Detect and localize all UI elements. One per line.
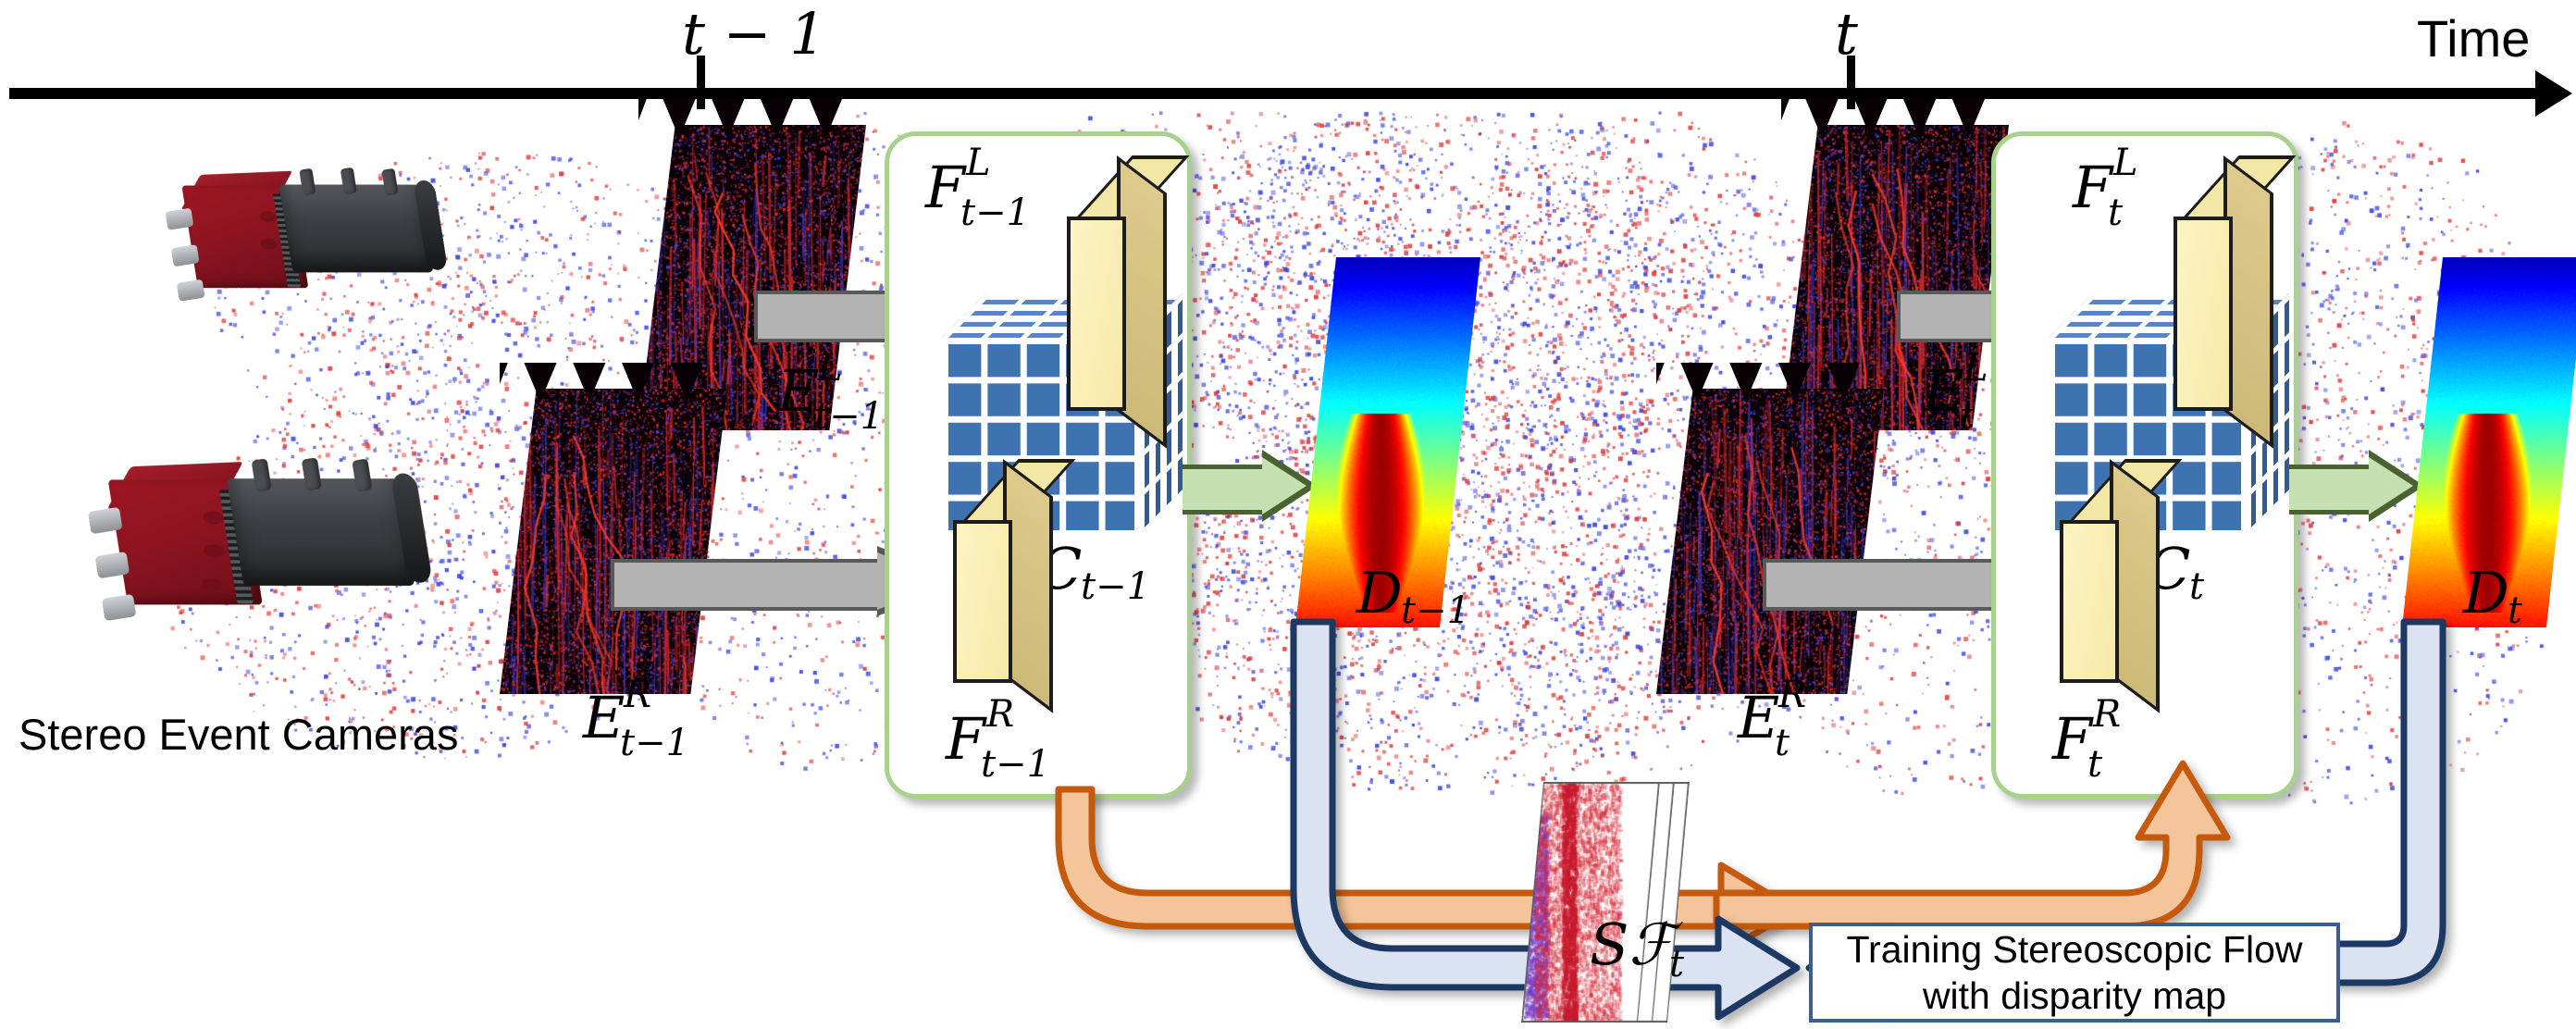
camera-lens (279, 184, 434, 273)
label-disparity-t: D t (2463, 559, 2523, 632)
label-feature-left-t-minus-1: F L t−1 (925, 142, 1031, 234)
feature-slab-left-t (2166, 155, 2297, 449)
arrow-module-to-disparity-t (2289, 450, 2424, 522)
camera-screw (202, 511, 225, 525)
label-event-right-t: E R t (1738, 674, 1807, 764)
label-event-left-t: E L t (1923, 347, 1988, 438)
label-feature-right-t: F R t (2052, 693, 2122, 786)
stereoscopic-flow-card (1521, 782, 1660, 1023)
event-frames-right-t-minus-1 (500, 363, 727, 694)
training-box-line-1: Training Stereoscopic Flow (1846, 927, 2303, 971)
event-frames-left-t (1781, 99, 2009, 430)
camera-screw (258, 211, 278, 223)
stereo-cameras-caption: Stereo Event Cameras (19, 710, 459, 759)
camera-screw (259, 238, 279, 250)
camera-screw (201, 577, 224, 591)
feature-slab-left-t-minus-1 (1059, 155, 1190, 449)
label-event-right-t-minus-1: E R t−1 (583, 674, 690, 764)
feature-slab-right-t (2052, 459, 2183, 718)
training-objective-box: Training Stereoscopic Flow with disparit… (1809, 923, 2340, 1023)
event-frames-right-t (1656, 363, 1884, 694)
label-stereoscopic-flow: Sℱ t (1590, 911, 1685, 986)
label-disparity-t-minus-1: D t−1 (1356, 559, 1471, 632)
camera-screw (203, 544, 226, 558)
camera-lens (226, 478, 415, 586)
label-feature-left-t: F L t (2073, 142, 2138, 234)
arrow-module-to-disparity-t-minus-1 (1183, 450, 1318, 522)
label-feature-right-t-minus-1: F R t−1 (946, 693, 1051, 786)
label-event-left-t-minus-1: E L t−1 (777, 347, 885, 438)
training-box-line-2: with disparity map (1922, 974, 2227, 1017)
feature-slab-right-t-minus-1 (946, 459, 1076, 718)
